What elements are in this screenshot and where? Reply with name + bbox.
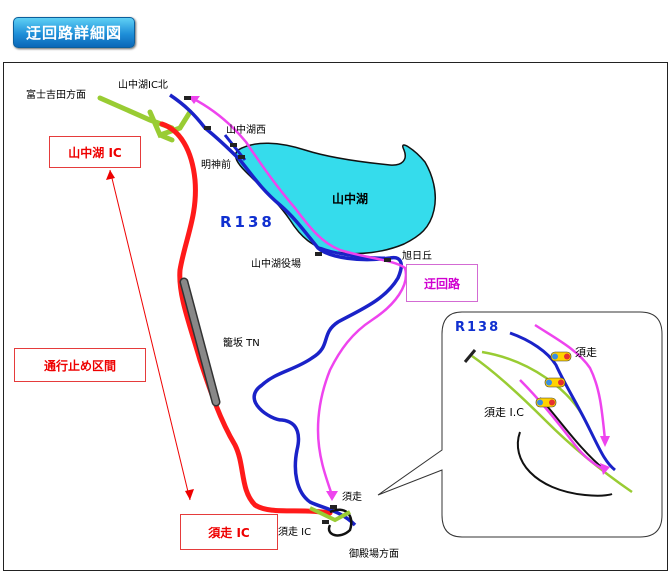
inset-label-subashiri-ic: 須走 I.C [484, 406, 524, 419]
inset-signal-top [550, 351, 572, 362]
inset-label-subashiri: 須走 [575, 346, 597, 359]
label-yamanakako-ic-north: 山中湖IC北 [118, 80, 168, 91]
closed-section-arrow [109, 169, 191, 501]
label-subashiri: 須走 [342, 492, 362, 503]
signal-marker-asahigaoka [384, 258, 391, 262]
box-detour: 迂回路 [406, 264, 478, 302]
inset-label-r138: R138 [455, 320, 501, 335]
detour-arrow-end [326, 491, 338, 501]
box-yamanakako-ic: 山中湖 IC [49, 136, 141, 168]
label-myojinmae: 明神前 [201, 160, 231, 171]
r138-road [169, 93, 403, 527]
map-frame [3, 62, 668, 571]
label-yamanakako-yakuba: 山中湖役場 [251, 259, 301, 270]
signal-marker-yakuba [315, 252, 322, 256]
label-kagosaka-tn: 籠坂 TN [223, 338, 260, 349]
label-lake: 山中湖 [332, 192, 369, 206]
signal-marker-nishi [204, 126, 211, 130]
subashiri-expressway [309, 506, 351, 523]
label-fujiyoshida: 富士吉田方面 [26, 90, 86, 101]
subashiri-ic-loop [327, 508, 353, 537]
signal-marker-subashiri [330, 505, 337, 509]
signal-marker-myojinmae [230, 143, 237, 147]
box-closed-section: 通行止め区間 [14, 348, 146, 382]
inset-expressway-end [463, 349, 477, 363]
inset-r138 [509, 331, 616, 472]
signal-marker-myojinmae-2 [238, 155, 245, 159]
box-subashiri-ic: 須走 IC [180, 514, 278, 550]
signal-marker-subashiri-ic [322, 520, 329, 524]
signal-marker-ic-north [184, 96, 191, 100]
inset-signal-mid [544, 377, 566, 388]
inset-detour-route [534, 323, 607, 441]
label-yamanakako-nishi: 山中湖西 [226, 125, 266, 136]
detour-route [191, 96, 408, 496]
inset-signal-ic [535, 397, 557, 408]
page-title: 迂回路詳細図 [13, 17, 135, 48]
label-asahigaoka: 旭日丘 [402, 251, 432, 262]
label-gotemba: 御殿場方面 [349, 549, 399, 560]
label-r138: R138 [220, 213, 275, 231]
closed-road-section [159, 121, 333, 516]
inset-callout [377, 311, 663, 538]
inset-detour-route-2 [519, 379, 606, 472]
label-subashiri-ic-small: 須走 IC [278, 527, 312, 538]
